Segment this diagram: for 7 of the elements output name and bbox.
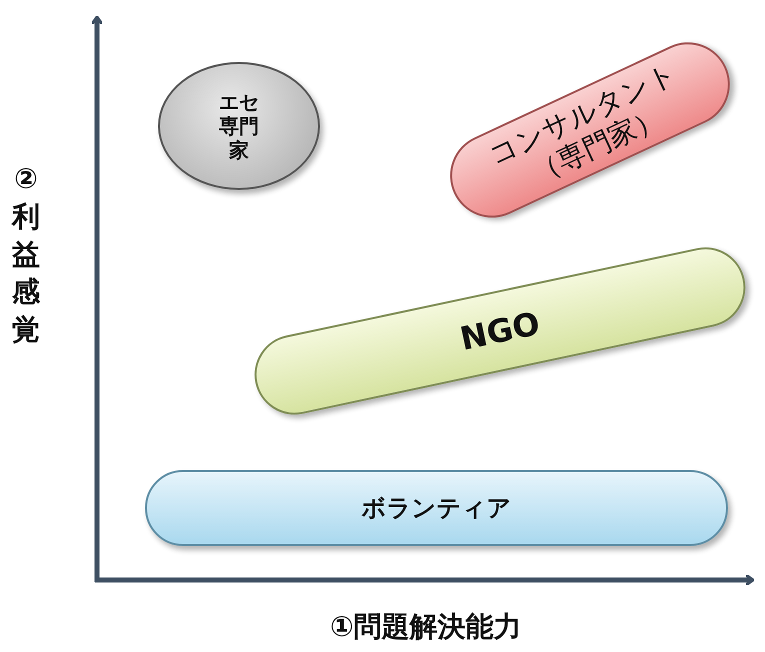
- axis-title: ②利益感覚: [10, 161, 41, 348]
- node-label: ボランティア: [362, 494, 512, 522]
- node-label: エセ専門家: [218, 90, 260, 162]
- node-label: NGO: [456, 304, 544, 358]
- node-label: コンサルタント（専門家）: [482, 56, 683, 192]
- axis-title: ①問題解決能力: [330, 609, 522, 645]
- pill-node: [145, 470, 728, 546]
